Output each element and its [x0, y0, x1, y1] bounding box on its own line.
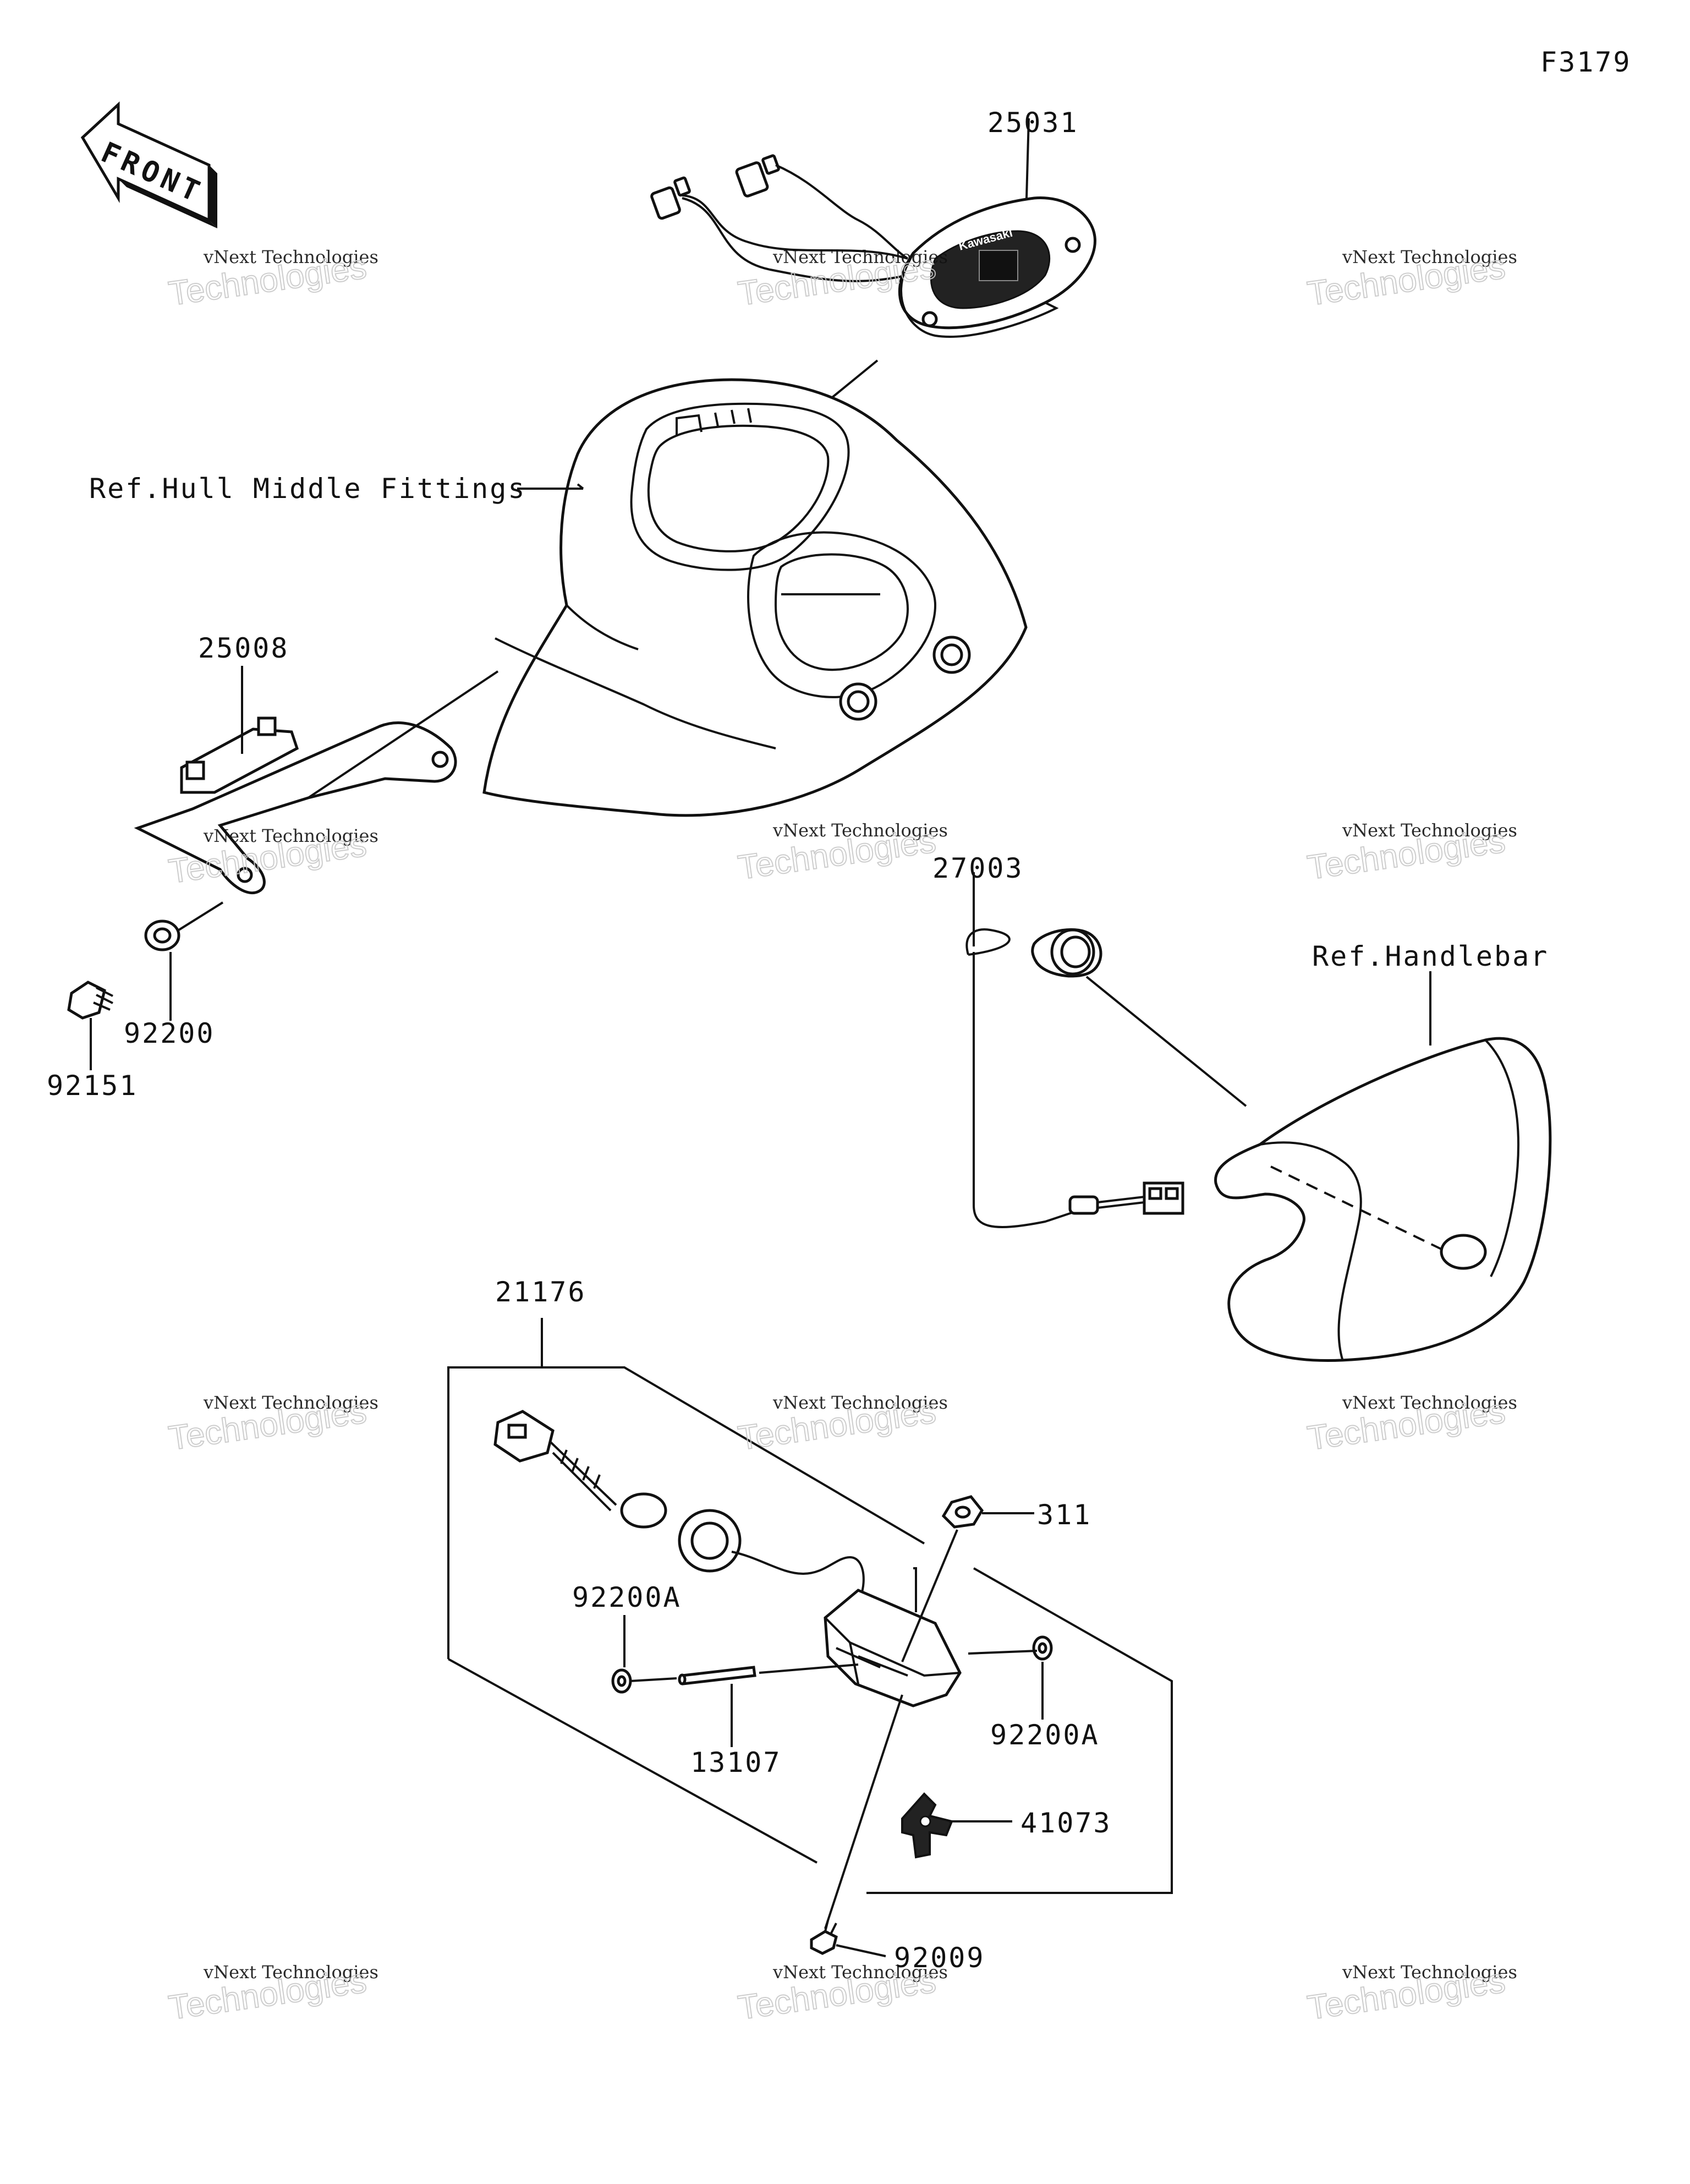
- part-label-311: 311: [1037, 1499, 1091, 1531]
- watermark-text: vNext Technologies: [203, 247, 378, 267]
- watermark-text: vNext Technologies: [203, 1392, 378, 1413]
- leader-pin-to-sensor: [759, 1663, 859, 1674]
- front-arrow-icon: FRONT: [80, 101, 217, 228]
- leader-92009: [836, 1944, 886, 1957]
- watermark-text: vNext Technologies: [1342, 1392, 1517, 1413]
- watermark-text: vNext Technologies: [203, 1962, 378, 1983]
- part-label-21176: 21176: [495, 1276, 586, 1308]
- hull-middle-cowl: [482, 378, 1028, 817]
- part-label-92151: 92151: [47, 1070, 138, 1102]
- ref-hull-label: Ref.Hull Middle Fittings: [89, 473, 526, 505]
- leader-washer-to-bracket: [178, 901, 224, 931]
- part-label-13107: 13107: [690, 1747, 782, 1778]
- leader-buzzer-to-handlebar: [1085, 976, 1247, 1107]
- watermark-text: vNext Technologies: [1342, 247, 1517, 267]
- watermark-text: vNext Technologies: [1342, 1962, 1517, 1983]
- watermark-text: vNext Technologies: [203, 825, 378, 846]
- watermark-text: vNext Technologies: [772, 820, 948, 841]
- leader-bracket-to-hull: [307, 670, 499, 799]
- part-label-25008: 25008: [198, 632, 289, 664]
- part-label-41073: 41073: [1020, 1807, 1112, 1839]
- leader-washer-right-to-sensor: [968, 1650, 1038, 1655]
- screw-92009: [810, 1920, 838, 1955]
- ref-handlebar-label: Ref.Handlebar: [1312, 940, 1549, 972]
- bracket-25008: [134, 716, 457, 895]
- part-label-92200: 92200: [124, 1017, 215, 1049]
- watermark-text: vNext Technologies: [1342, 820, 1517, 841]
- sensor-assembly-21176: [493, 1410, 962, 1707]
- part-label-27003: 27003: [932, 852, 1024, 884]
- part-label-92009: 92009: [894, 1942, 985, 1974]
- leader-screw-to-sensor: [824, 1694, 903, 1929]
- washer-92200A-left: [611, 1668, 632, 1694]
- clip-41073: [901, 1792, 953, 1859]
- figure-code: F3179: [1540, 46, 1632, 78]
- buzzer-27003: [965, 928, 1184, 1228]
- part-label-92200A-right: 92200A: [990, 1719, 1100, 1751]
- meter-assembly: Kawasaki: [650, 154, 1096, 338]
- watermark-text: vNext Technologies: [772, 1962, 948, 1983]
- washer-92200A-right: [1032, 1635, 1053, 1661]
- leader-pin-to-washer: [629, 1677, 677, 1682]
- part-label-92200A-left: 92200A: [572, 1581, 682, 1613]
- watermark-text: vNext Technologies: [772, 1392, 948, 1413]
- watermark-text: vNext Technologies: [772, 247, 948, 267]
- screw-92151: [67, 981, 113, 1020]
- group-frame-21176: [447, 1318, 1173, 1894]
- nut-311: [941, 1495, 984, 1529]
- leader-25031: [1025, 118, 1030, 199]
- pin-13107: [678, 1666, 756, 1685]
- leader-nut-to-sensor: [901, 1529, 958, 1662]
- washer-92200: [144, 919, 180, 951]
- part-label-25031: 25031: [987, 107, 1079, 139]
- handlebar-pad: [1214, 1037, 1552, 1362]
